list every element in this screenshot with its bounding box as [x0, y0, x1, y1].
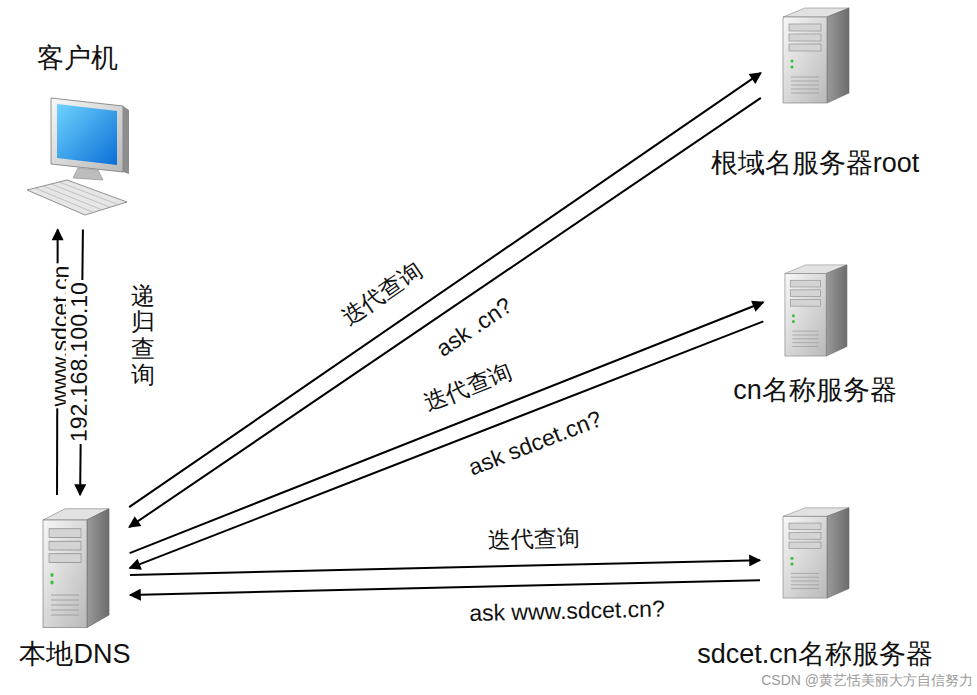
monitor-frame: [51, 98, 123, 172]
node-label: cn名称服务器: [733, 374, 897, 406]
server-icon: [768, 262, 862, 358]
server-icon: [765, 5, 865, 105]
vent-line: [791, 89, 819, 90]
drive-bay: [791, 299, 821, 306]
query-arrow: [130, 560, 760, 575]
drive-bay: [791, 290, 821, 297]
status-led: [50, 573, 53, 577]
vent-line: [792, 338, 818, 339]
vent-line: [51, 595, 79, 596]
vent-line: [791, 77, 819, 78]
status-led: [792, 320, 795, 323]
server-icon: [25, 505, 125, 630]
watermark: CSDN @黄艺恬美丽大方自信努力: [761, 672, 973, 690]
vent-line: [51, 600, 79, 601]
node-label: 本地DNS: [19, 638, 130, 670]
node-label: 客户机: [37, 42, 118, 74]
vent-line: [792, 346, 818, 347]
query-arrow: [130, 580, 760, 595]
vent-line: [792, 342, 818, 343]
dns-server: cn名称服务器: [675, 262, 955, 406]
vent-line: [791, 584, 819, 585]
key-row: [51, 184, 110, 207]
dns-server: 本地DNS: [0, 505, 150, 670]
edge-label: 迭代查询: [335, 256, 429, 332]
drive-bay: [789, 24, 821, 31]
drive-bay: [49, 554, 81, 563]
node-label: 根域名服务器root: [711, 147, 920, 179]
vent-line: [792, 334, 818, 335]
edge-label: 迭代查询: [418, 357, 517, 417]
vent-line: [791, 588, 819, 589]
server-front: [43, 520, 87, 628]
drive-bay: [49, 529, 81, 538]
status-led: [50, 581, 53, 585]
monitor-screen: [57, 104, 117, 165]
dns-server: sdcet.cn名称服务器: [675, 505, 955, 670]
edge-label: ask www.sdcet.cn?: [467, 595, 667, 626]
vent-line: [51, 615, 79, 616]
vent-line: [791, 85, 819, 86]
edge-label: ask .cn?: [429, 291, 518, 363]
server-side: [87, 509, 109, 628]
server-icon: [765, 505, 865, 600]
vent-line: [51, 605, 79, 606]
status-led: [790, 65, 793, 68]
vent-line: [791, 577, 819, 578]
query-type-label: 递归查询: [131, 283, 155, 389]
status-led: [790, 59, 793, 62]
vent-line: [51, 610, 79, 611]
drive-bay: [789, 542, 821, 549]
monitor-side: [123, 106, 129, 174]
drive-bay: [791, 280, 821, 287]
status-led: [790, 557, 793, 560]
drive-bay: [789, 44, 821, 51]
server-front: [785, 274, 826, 357]
vent-line: [791, 581, 819, 582]
drive-bay: [49, 541, 81, 550]
vent-line: [791, 93, 819, 94]
drive-bay: [789, 34, 821, 41]
monitor-stand: [73, 168, 103, 180]
server-side: [827, 8, 849, 103]
status-led: [792, 314, 795, 317]
keyboard: [27, 180, 127, 215]
status-led: [790, 562, 793, 565]
dns-server: 根域名服务器root: [675, 5, 955, 179]
edge-label: ask sdcet.cn?: [462, 404, 606, 481]
server-front: [783, 17, 827, 103]
key-row: [43, 186, 102, 210]
server-side: [826, 265, 847, 356]
client-computer: 客户机: [15, 42, 140, 219]
server-front: [783, 516, 827, 598]
node-label: sdcet.cn名称服务器: [697, 638, 933, 670]
computer-icon: [23, 94, 133, 219]
key-row: [59, 182, 119, 205]
vent-line: [791, 81, 819, 82]
query-arrow: [129, 98, 761, 527]
server-side: [827, 508, 849, 598]
vent-line: [791, 573, 819, 574]
query-arrow: [129, 73, 761, 507]
edge-label: 192.168.100.10: [66, 280, 93, 444]
edge-label: 迭代查询: [486, 525, 583, 554]
vent-line: [792, 331, 818, 332]
drive-bay: [789, 523, 821, 530]
drive-bay: [789, 533, 821, 540]
